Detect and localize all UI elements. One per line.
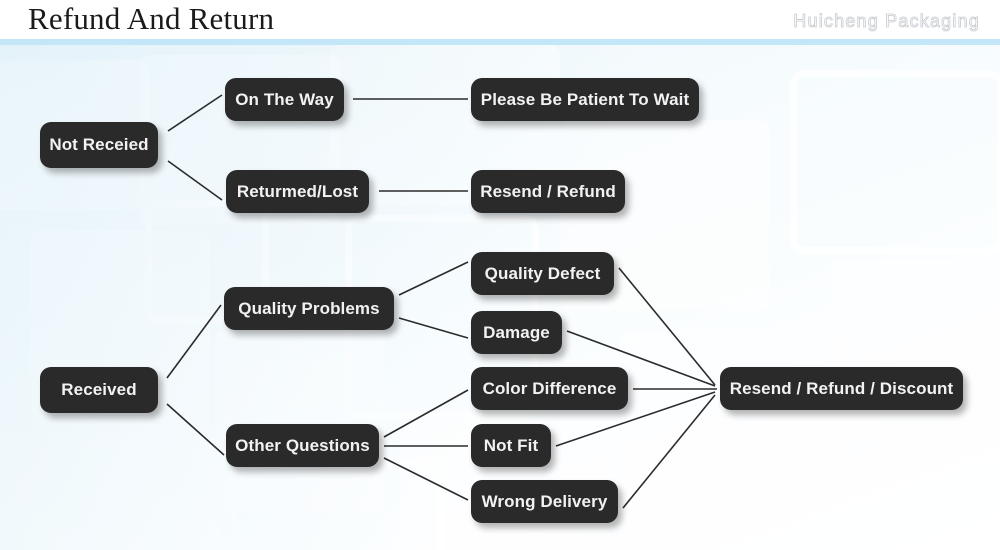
connector-not-received-to-returned-lost	[167, 160, 223, 201]
node-resend-refund[interactable]: Resend / Refund	[471, 170, 625, 213]
node-label: Resend / Refund / Discount	[729, 378, 954, 398]
node-not-received[interactable]: Not Receied	[40, 122, 158, 168]
header-divider	[0, 39, 1000, 45]
node-damage[interactable]: Damage	[471, 311, 562, 354]
connector-received-to-other-questions	[166, 403, 225, 456]
connector-other-questions-to-wrong-delivery	[383, 457, 469, 501]
node-label: Color Difference	[482, 378, 617, 398]
node-label: Not Receied	[49, 135, 149, 154]
node-quality-defect[interactable]: Quality Defect	[471, 252, 614, 295]
node-label: Received	[61, 380, 137, 399]
node-label: Not Fit	[483, 435, 539, 455]
slide-header: Refund And Return Huicheng Packaging	[0, 0, 1000, 41]
brand-label: Huicheng Packaging	[793, 11, 980, 32]
node-label: Wrong Delivery	[481, 491, 608, 511]
node-label: Quality Problems	[238, 298, 380, 318]
node-label: Other Questions	[235, 435, 370, 455]
connector-wrong-delivery-to-resend-refund-discount	[622, 394, 716, 509]
page-title: Refund And Return	[28, 1, 275, 36]
node-other-questions[interactable]: Other Questions	[226, 424, 379, 467]
connector-not-fit-to-resend-refund-discount	[555, 391, 716, 447]
node-label: Please Be Patient To Wait	[480, 89, 690, 109]
connector-received-to-quality-problems	[166, 304, 222, 379]
node-label: Damage	[483, 322, 550, 342]
node-on-the-way[interactable]: On The Way	[225, 78, 344, 121]
connector-quality-problems-to-damage	[398, 317, 469, 339]
node-color-difference[interactable]: Color Difference	[471, 367, 628, 410]
node-label: Quality Defect	[484, 263, 601, 283]
node-label: On The Way	[235, 89, 334, 109]
node-label: Returmed/Lost	[236, 181, 359, 201]
connector-quality-defect-to-resend-refund-discount	[618, 267, 716, 386]
node-returned-lost[interactable]: Returmed/Lost	[226, 170, 369, 213]
connector-not-received-to-on-the-way	[167, 94, 223, 132]
connector-damage-to-resend-refund-discount	[566, 330, 716, 387]
node-be-patient[interactable]: Please Be Patient To Wait	[471, 78, 699, 121]
node-wrong-delivery[interactable]: Wrong Delivery	[471, 480, 618, 523]
node-not-fit[interactable]: Not Fit	[471, 424, 551, 467]
node-received[interactable]: Received	[40, 367, 158, 413]
connector-other-questions-to-color-difference	[383, 389, 469, 438]
connector-quality-problems-to-quality-defect	[398, 261, 469, 296]
node-label: Resend / Refund	[480, 181, 616, 201]
node-quality-problems[interactable]: Quality Problems	[224, 287, 394, 330]
node-resend-refund-discount[interactable]: Resend / Refund / Discount	[720, 367, 963, 410]
